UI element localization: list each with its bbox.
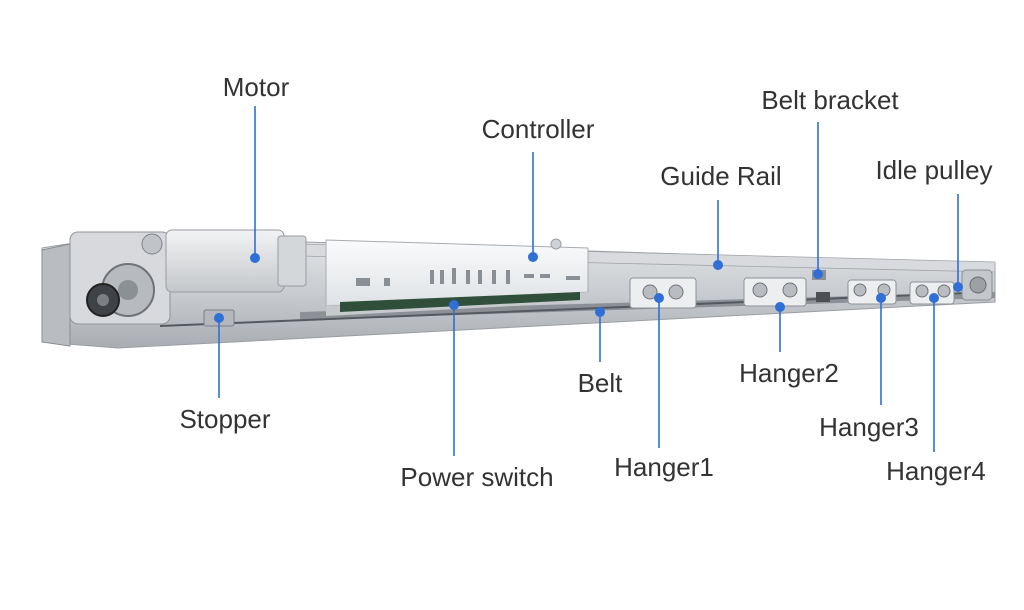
guide-rail-label: Guide Rail (660, 161, 781, 191)
labels: Motor Controller Belt bracket Guide Rail… (179, 72, 992, 492)
hanger1-dot (654, 293, 664, 303)
gearbox (69, 231, 171, 325)
belt-bracket-dot (813, 269, 823, 279)
motor-label: Motor (223, 72, 290, 102)
hanger-carriage-2 (743, 277, 807, 307)
hanger3-label: Hanger3 (819, 412, 919, 442)
motor-dot (250, 253, 260, 263)
belt-bracket-label: Belt bracket (761, 85, 899, 115)
idle-pulley-label: Idle pulley (875, 155, 992, 185)
operator-mechanism (41, 229, 996, 349)
belt-dot (595, 307, 605, 317)
hanger-carriage-4 (909, 281, 955, 305)
hanger4-dot (929, 293, 939, 303)
hanger-carriage-1 (629, 277, 697, 309)
idle-pulley-dot (953, 282, 963, 292)
end-bracket (41, 243, 71, 347)
stopper-label: Stopper (179, 404, 270, 434)
power-switch-dot (449, 300, 459, 310)
hanger2-dot (775, 302, 785, 312)
callouts (214, 106, 963, 456)
guide-rail-dot (713, 260, 723, 270)
hanger1-label: Hanger1 (614, 452, 714, 482)
hanger-carriage-3 (847, 279, 897, 305)
hanger3-dot (876, 293, 886, 303)
hanger4-label: Hanger4 (886, 456, 986, 486)
idle-pulley-part (961, 269, 993, 301)
power-switch-label: Power switch (400, 462, 553, 492)
controller-dot (528, 252, 538, 262)
belt-label: Belt (578, 368, 624, 398)
controller-label: Controller (482, 114, 595, 144)
hanger2-label: Hanger2 (739, 358, 839, 388)
stopper-dot (214, 313, 224, 323)
motor-body (165, 229, 307, 293)
